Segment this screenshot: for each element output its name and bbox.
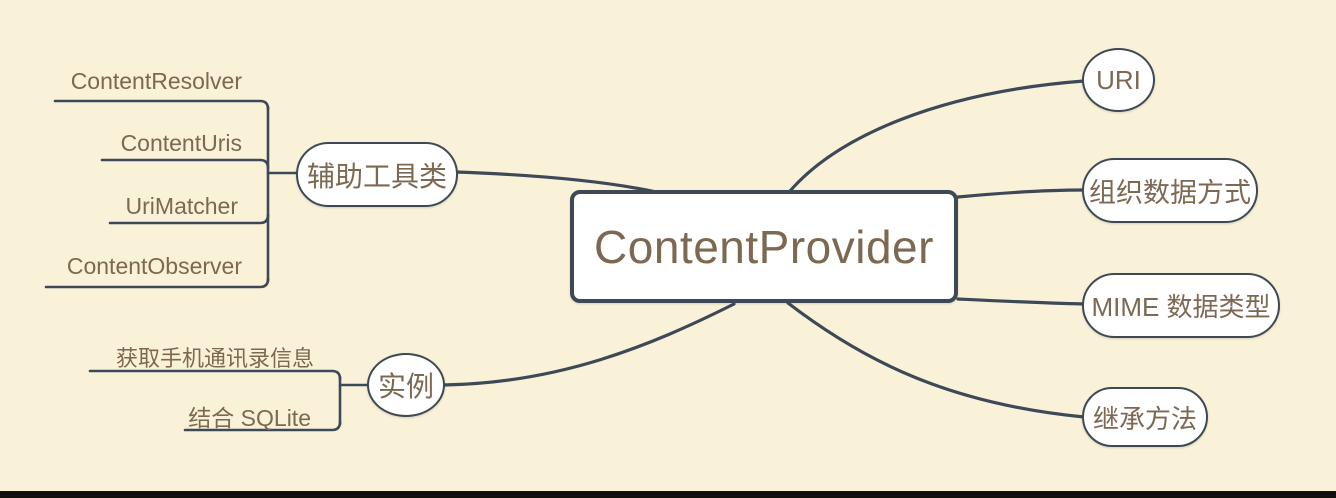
connector-root-to-mime [956,297,1086,306]
branch-node-data-organization[interactable]: 组织数据方式 [1082,158,1258,223]
branch-label-mime-data-type: MIME 数据类型 [1091,292,1271,322]
bottom-edge-bar [0,491,1336,498]
underline-contenturis [100,158,270,170]
leaf-label-contenturis: ContentUris [120,130,242,156]
connector-aux-to-root [454,170,658,194]
branch-node-inherited-methods[interactable]: 继承方法 [1082,387,1208,447]
branch-label-example: 实例 [377,371,434,402]
connector-example-to-root [442,302,736,387]
branch-label-auxiliary-tools: 辅助工具类 [306,160,447,192]
leaf-node-contenturis[interactable]: ContentUris [121,130,242,157]
leaf-label-urimatcher: UriMatcher [125,193,238,219]
connector-root-to-inherit [786,301,1086,419]
leaf-label-contentresolver: ContentResolver [70,68,242,94]
connector-root-to-uri [788,79,1086,193]
branch-node-auxiliary-tools[interactable]: 辅助工具类 [296,142,458,207]
branch-node-mime-data-type[interactable]: MIME 数据类型 [1082,273,1280,338]
branch-label-inherited-methods: 继承方法 [1092,403,1197,434]
leaf-node-contentobserver[interactable]: ContentObserver [67,253,242,280]
root-node-contentprovider[interactable]: ContentProvider [570,190,958,303]
leaf-label-contentobserver: ContentObserver [66,253,242,279]
leaf-node-urimatcher[interactable]: UriMatcher [126,193,238,220]
leaf-label-combine-sqlite: 结合 SQLite [188,405,311,431]
leaf-node-combine-sqlite[interactable]: 结合 SQLite [188,399,311,433]
leaf-node-contentresolver[interactable]: ContentResolver [71,68,242,95]
branch-label-data-organization: 组织数据方式 [1089,178,1251,208]
branch-node-uri[interactable]: URI [1082,48,1155,112]
leaf-label-get-contacts-info: 获取手机通讯录信息 [115,346,314,371]
branch-node-example[interactable]: 实例 [367,353,445,417]
branch-label-uri: URI [1096,64,1141,95]
connector-root-to-organize [956,188,1086,199]
root-node-label: ContentProvider [594,220,934,273]
underline-contentresolver [53,99,270,111]
leaf-node-get-contacts-info[interactable]: 获取手机通讯录信息 [116,341,314,373]
underline-contentobserver [44,277,270,289]
